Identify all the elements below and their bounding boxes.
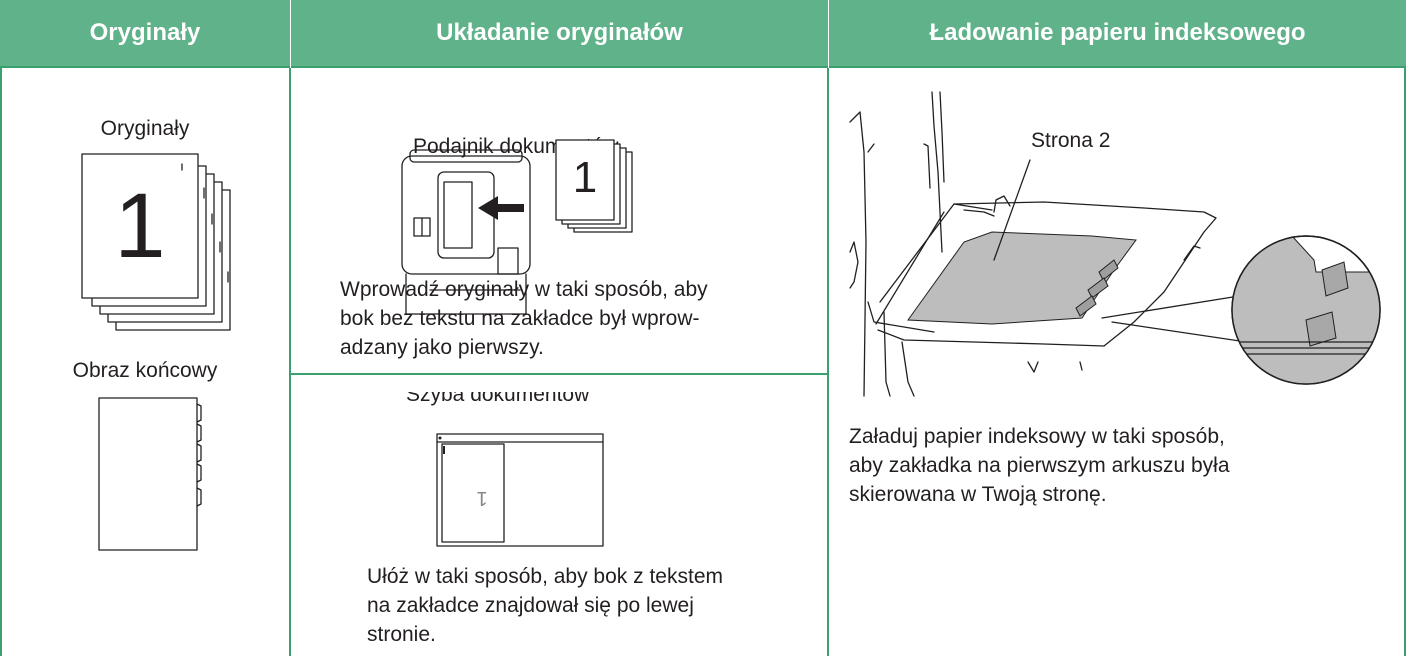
table-row-divider — [291, 373, 827, 375]
table-column-divider — [289, 68, 291, 656]
header-divider — [290, 0, 291, 68]
feeder-instruction-line-3: adzany jako pierwszy. — [340, 336, 544, 359]
bypass-tray-loading-illustration — [849, 91, 1381, 397]
finished-index-paper-illustration — [98, 397, 202, 551]
feeder-sheet-number: 1 — [572, 153, 598, 202]
header-originals: Oryginały — [0, 0, 290, 68]
header-placing-originals: Układanie oryginałów — [291, 0, 828, 68]
originals-page-number: 1 — [114, 175, 166, 277]
document-feeder-icon — [401, 149, 531, 315]
feeder-instruction-line-2: bok bez tekstu na zakładce był wprow- — [340, 307, 700, 330]
stacked-tab-originals-illustration — [81, 153, 231, 331]
index-paper-instruction-line-1: Załaduj papier indeksowy w taki sposób, — [849, 425, 1225, 448]
feeder-instruction-line-1: Wprowadź oryginały w taki sposób, aby — [340, 278, 708, 301]
side-2-label: Strona 2 — [1031, 129, 1111, 152]
index-paper-instruction-line-3: skierowana w Twoją stronę. — [849, 483, 1107, 506]
table-border-right — [1404, 68, 1406, 656]
document-glass-illustration — [436, 433, 604, 547]
glass-instruction-line-3: stronie. — [367, 623, 436, 646]
glass-label: Szyba dokumentów — [406, 392, 590, 406]
originals-label: Oryginały — [100, 117, 190, 140]
header-loading-index-paper: Ładowanie papieru indeksowego — [829, 0, 1406, 68]
glass-sheet-number: 1 — [476, 487, 488, 509]
glass-instruction-line-1: Ułóż w taki sposób, aby bok z tekstem — [367, 565, 723, 588]
glass-label-clip: Szyba dokumentów — [406, 392, 666, 410]
table-column-divider — [827, 68, 829, 656]
feeder-tab-originals-illustration — [555, 139, 633, 233]
index-paper-instruction-line-2: aby zakładka na pierwszym arkuszu była — [849, 454, 1230, 477]
result-label: Obraz końcowy — [72, 359, 218, 382]
table-border-left — [0, 68, 2, 656]
header-divider — [828, 0, 829, 68]
glass-instruction-line-2: na zakładce znajdował się po lewej — [367, 594, 694, 617]
